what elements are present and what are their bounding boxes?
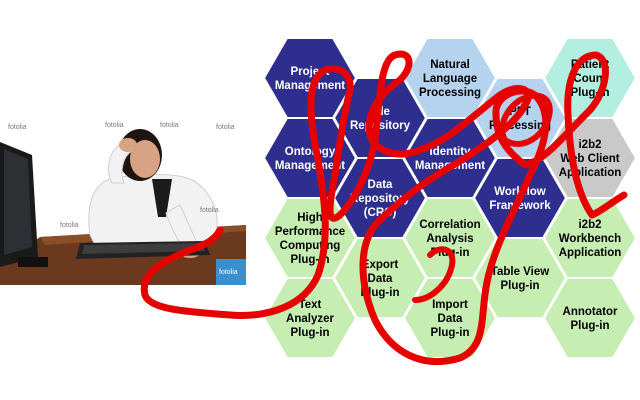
fotolia-badge-text: fotolia xyxy=(219,269,238,276)
hex-label-line: Count xyxy=(573,73,606,85)
red-scribble xyxy=(140,50,628,366)
hex-label-line: Processing xyxy=(419,87,481,99)
hex-label-line: Analysis xyxy=(426,233,473,245)
hex-label-line: Application xyxy=(559,167,622,179)
hex-label-line: Plug-in xyxy=(571,320,610,332)
hex-label-line: Repository xyxy=(350,120,411,132)
monitor-stand xyxy=(18,257,48,267)
fotolia-badge xyxy=(216,259,246,285)
hex-label-line: Identity xyxy=(430,146,471,158)
hex-label-line: Table View xyxy=(491,266,549,278)
hex-label-line: Framework xyxy=(489,200,551,212)
hex-label-line: High xyxy=(297,212,323,224)
watermark: fotolia xyxy=(160,122,179,129)
hex-label-line: Plug-in xyxy=(501,280,540,292)
hex-label-line: Data xyxy=(368,273,394,285)
hex-label-line: Ontology xyxy=(285,146,336,158)
hex-label-line: Computing xyxy=(280,240,341,252)
hex-label-line: i2b2 xyxy=(578,219,601,231)
shirt xyxy=(152,179,172,217)
hex-label-line: Analyzer xyxy=(286,313,334,325)
hex-label-line: Natural xyxy=(430,59,470,71)
watermark: fotolia xyxy=(200,207,219,214)
hex-label-line: Plug-in xyxy=(291,327,330,339)
hex-label-line: i2b2 xyxy=(578,139,601,151)
stock-photo-frustrated-user: fotolia fotolia fotolia fotolia fotolia … xyxy=(0,117,246,285)
hex-label-line: Text xyxy=(299,299,322,311)
hex-label-line: Data xyxy=(368,179,394,191)
hex-label-line: Import xyxy=(432,299,468,311)
watermark: fotolia xyxy=(8,124,27,131)
hex-label-line: Management xyxy=(275,160,345,172)
hex-label-line: Correlation xyxy=(419,219,480,231)
keyboard-keys xyxy=(82,243,205,254)
watermark: fotolia xyxy=(105,122,124,129)
hex-label-line: Export xyxy=(362,259,399,271)
watermark: fotolia xyxy=(216,124,235,131)
hex-label-line: Annotator xyxy=(563,306,618,318)
monitor-screen xyxy=(4,149,32,255)
hex-label-line: Performance xyxy=(275,226,345,238)
face xyxy=(130,140,160,178)
hex-label-line: Application xyxy=(559,247,622,259)
hex-label-line: Language xyxy=(423,73,477,85)
red-scribble-loop xyxy=(412,92,553,303)
hex-label-line: Plug-in xyxy=(431,327,470,339)
hex-label-line: Data xyxy=(438,313,464,325)
watermark: fotolia xyxy=(60,222,79,229)
hex-shape xyxy=(542,277,638,359)
hand-on-head xyxy=(119,138,137,152)
hex-label-line: Workbench xyxy=(559,233,621,245)
